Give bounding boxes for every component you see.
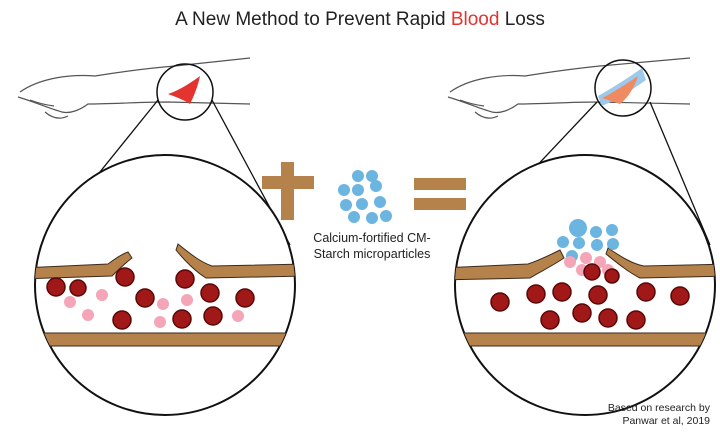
wound-icon [168,76,200,104]
red-blood-cells [46,267,255,330]
platelets [64,289,244,328]
microparticles-label-line1: Calcium-fortified CM- [313,231,431,245]
treated-wound-icon [598,68,646,106]
title-text-before: A New Method to Prevent Rapid [175,9,451,30]
zoom-connector [649,101,711,246]
zoom-circle-small-left [156,63,214,121]
diagram-title: A New Method to Prevent Rapid Blood Loss [0,9,720,31]
vessel-wall-top-right [605,247,715,279]
vessel-wall-top-right [175,243,295,279]
equals-sign-icon [414,178,466,210]
vessel-zoom-left [34,154,296,416]
arm-right [447,57,691,119]
title-highlight: Blood [450,9,500,30]
vessel-zoom-right [454,154,716,416]
microparticle-plug [557,219,619,262]
credit-line1: Based on research by [607,402,710,414]
vessel-wall-bottom [35,332,295,347]
microparticles-label: Calcium-fortified CM- Starch micropartic… [292,230,452,262]
red-blood-cells [490,263,690,330]
microparticles-label-line2: Starch microparticles [313,247,431,261]
arm-left [17,57,251,119]
vessel-wall-top-left [455,249,565,281]
source-credit: Based on research by Panwar et al, 2019 [608,402,710,428]
credit-line2: Panwar et al, 2019 [622,415,710,427]
vessel-wall-top-left [35,251,133,280]
vessel-wall-bottom [455,332,715,347]
microparticle-cluster [338,170,392,224]
zoom-circle-small-right [594,59,652,117]
title-text-after: Loss [499,9,545,30]
plus-sign-icon [262,162,314,220]
